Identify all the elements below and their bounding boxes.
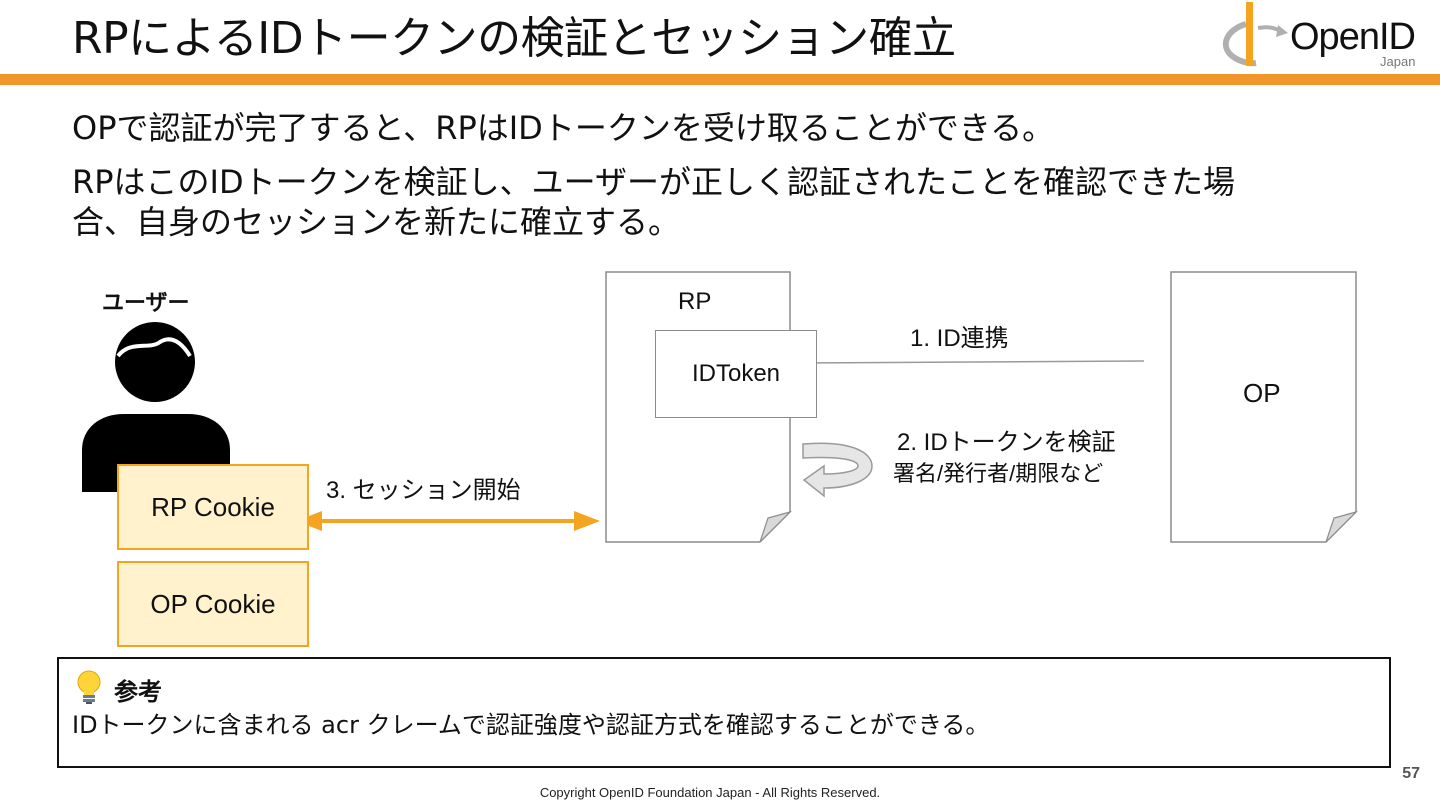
idtoken-box: IDToken (655, 330, 817, 418)
rp-label: RP (678, 288, 712, 315)
step-2-label: 2. IDトークンを検証 (897, 429, 1116, 456)
lightbulb-icon (77, 670, 101, 704)
op-label: OP (1243, 378, 1281, 408)
logo-subtitle: Japan (1380, 54, 1416, 69)
step-1-label: 1. ID連携 (910, 325, 1009, 352)
page-number: 57 (1402, 765, 1420, 782)
user-label: ユーザー (102, 291, 190, 316)
slide-title: RPによるIDトークンの検証とセッション確立 (72, 13, 956, 64)
detail-paragraph-line-1: RPはこのIDトークンを検証し、ユーザーが正しく認証されたことを確認できた場 (72, 163, 1235, 201)
reference-note-box (57, 657, 1391, 768)
idtoken-label: IDToken (691, 360, 781, 387)
copyright-footer: Copyright OpenID Foundation Japan - All … (539, 785, 881, 800)
op-document (1170, 271, 1359, 543)
logo-wordmark: OpenID (1290, 16, 1416, 58)
rp-cookie-box: RP Cookie (117, 464, 309, 550)
detail-paragraph-line-2: 合、自身のセッションを新たに確立する。 (72, 203, 681, 241)
intro-paragraph: OPで認証が完了すると、RPはIDトークンを受け取ることができる。 (72, 109, 1055, 147)
header-divider (0, 74, 1440, 85)
note-title: 参考 (114, 678, 162, 706)
validate-loop-arrow (802, 442, 873, 498)
op-cookie-box: OP Cookie (117, 561, 309, 647)
session-arrow (296, 511, 600, 531)
note-body: IDトークンに含まれる acr クレームで認証強度や認証方式を確認することができ… (72, 711, 990, 739)
step-2-detail: 署名/発行者/期限など (893, 461, 1104, 486)
op-cookie-label: OP Cookie (150, 588, 276, 619)
step-3-label: 3. セッション開始 (326, 477, 521, 504)
openid-logo-icon (1222, 2, 1288, 67)
rp-cookie-label: RP Cookie (151, 491, 275, 522)
id-federation-arrow (794, 356, 1145, 369)
